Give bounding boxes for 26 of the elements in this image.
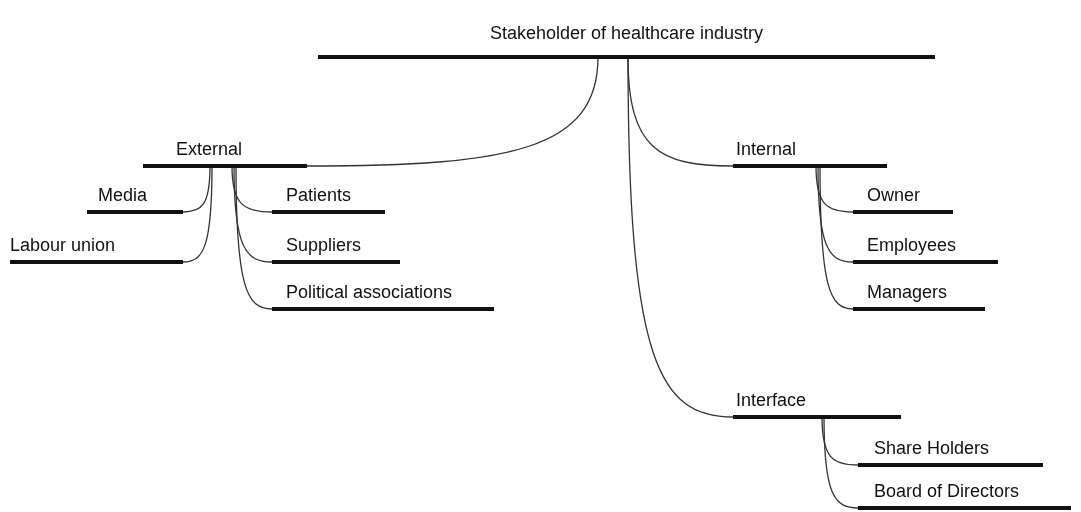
connector-curve (821, 416, 859, 466)
connector-curve (817, 165, 854, 263)
connector-curve (823, 416, 859, 509)
node-label: Employees (867, 235, 957, 255)
node-label: Board of Directors (874, 481, 1020, 501)
node-label: Managers (867, 282, 948, 302)
connector-curve (627, 56, 734, 418)
node-label: Interface (736, 390, 807, 410)
connector-curve (182, 165, 213, 263)
connector-curve (235, 165, 273, 310)
node-label: External (176, 139, 243, 159)
node-label: Owner (867, 185, 920, 205)
connector-curve (182, 165, 211, 213)
node-label: Suppliers (286, 235, 362, 255)
connector-curve (815, 165, 854, 213)
node-label: Patients (286, 185, 352, 205)
node-label: Stakeholder of healthcare industry (489, 23, 764, 43)
connector-curve (233, 165, 273, 263)
node-label: Media (98, 185, 148, 205)
node-label: Labour union (10, 235, 116, 255)
connector-curve (231, 165, 273, 213)
node-label: Internal (736, 139, 797, 159)
node-label: Share Holders (874, 438, 990, 458)
connector-curve (306, 56, 599, 167)
connector-curve (819, 165, 854, 310)
node-label: Political associations (286, 282, 453, 302)
